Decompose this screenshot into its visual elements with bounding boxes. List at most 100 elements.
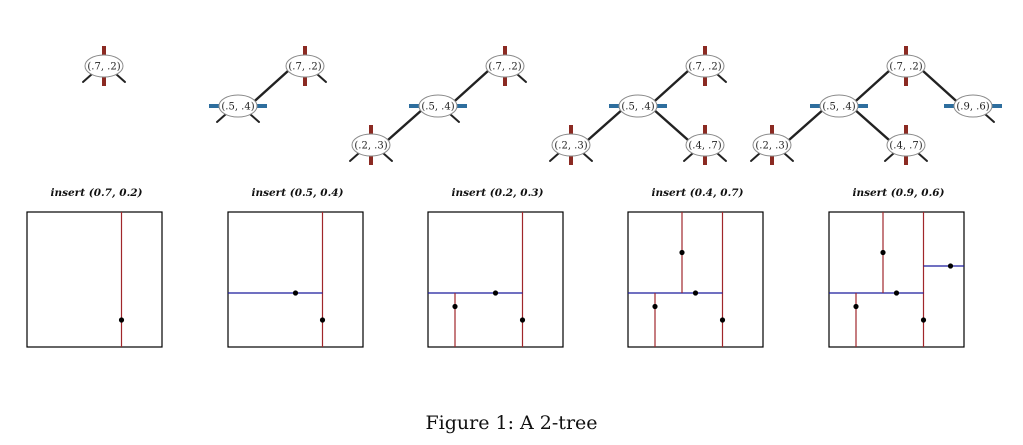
tree-node-label: (.9, .6) <box>956 102 989 113</box>
tree-node-ellipse <box>886 133 926 157</box>
tree-node-ellipse <box>285 54 325 78</box>
tree-node-ellipse <box>752 133 792 157</box>
tree-node-ellipse <box>418 94 458 118</box>
data-point <box>947 263 954 269</box>
data-point <box>118 317 125 323</box>
tree-node-label: (.7, .2) <box>889 62 922 73</box>
tree-node: (.7, .2) <box>685 46 725 86</box>
panel-3: (.7, .2) (.5, .4) (.2, .3) insert (0.2, 0.3… <box>349 46 564 348</box>
null-child-stub <box>382 152 393 162</box>
tree-node-ellipse <box>551 133 591 157</box>
data-point <box>652 303 658 310</box>
tree-node-label: (.5, .4) <box>421 102 454 113</box>
tree-node: (.4, .7) <box>685 125 725 165</box>
tree-node-label: (.7, .2) <box>688 62 721 73</box>
panel-caption: insert (0.7, 0.2) <box>50 187 142 199</box>
tree-node-ellipse <box>351 133 391 157</box>
data-point <box>492 290 499 296</box>
panel-caption: insert (0.2, 0.3) <box>451 187 543 199</box>
null-child-stub <box>984 113 995 123</box>
null-child-stub <box>750 152 761 162</box>
data-point <box>679 249 685 256</box>
tree-node-ellipse <box>886 54 926 78</box>
null-child-stub <box>549 152 560 162</box>
tree-node-ellipse <box>819 94 859 118</box>
null-child-stub <box>82 73 93 83</box>
tree-node: (.7, .2) <box>84 46 124 86</box>
tree-edge <box>921 69 958 103</box>
tree-edge <box>253 69 290 103</box>
null-child-stub <box>884 152 895 162</box>
data-point <box>719 317 726 323</box>
tree-node: (.5, .4) <box>209 94 267 118</box>
panel-4: (.7, .2) (.5, .4) (.2, .3) (.4, .7) insert (… <box>549 46 764 348</box>
tree-node-label: (.5, .4) <box>822 102 855 113</box>
data-point <box>519 317 526 323</box>
tree-node-ellipse <box>685 133 725 157</box>
tree-node-label: (.4, .7) <box>889 141 922 152</box>
tree-node-label: (.5, .4) <box>621 102 654 113</box>
tree-edge <box>586 109 622 142</box>
figure-caption: Figure 1: A 2-tree <box>425 412 598 434</box>
tree-edge <box>855 109 891 142</box>
partition-box <box>26 211 163 348</box>
panel-1: (.7, .2) insert (0.7, 0.2) <box>26 46 163 348</box>
tree-node: (.5, .4) <box>609 94 667 118</box>
null-child-stub <box>683 152 694 162</box>
partition-box <box>627 211 764 348</box>
partition-box <box>427 211 564 348</box>
data-point <box>292 290 299 296</box>
panel-caption: insert (0.9, 0.6) <box>852 187 944 199</box>
tree-node: (.5, .4) <box>810 94 868 118</box>
null-child-stub <box>249 113 260 123</box>
tree-node: (.2, .3) <box>752 125 792 165</box>
tree-node-label: (.5, .4) <box>221 102 254 113</box>
null-child-stub <box>582 152 593 162</box>
tree-node-ellipse <box>618 94 658 118</box>
data-point <box>853 303 859 310</box>
data-point <box>319 317 326 323</box>
tree-node-label: (.7, .2) <box>488 62 521 73</box>
tree-node-label: (.2, .3) <box>554 141 587 152</box>
data-point <box>880 249 886 256</box>
tree-node-ellipse <box>685 54 725 78</box>
tree-node: (.2, .3) <box>351 125 391 165</box>
partition-box <box>828 211 965 348</box>
null-child-stub <box>449 113 460 123</box>
tree-node: (.4, .7) <box>886 125 926 165</box>
tree-edge <box>453 69 490 103</box>
tree-edge <box>386 109 422 142</box>
tree-edge <box>854 69 891 103</box>
panel-5: (.7, .2) (.5, .4) (.2, .3) (.4, .7) (.9, .6)… <box>750 46 1002 348</box>
data-point <box>920 317 927 323</box>
tree-edge <box>787 109 823 142</box>
null-child-stub <box>783 152 794 162</box>
null-child-stub <box>216 113 227 123</box>
tree-node: (.7, .2) <box>485 46 525 86</box>
tree-node: (.9, .6) <box>944 94 1002 118</box>
null-child-stub <box>917 152 928 162</box>
tree-node-label: (.2, .3) <box>755 141 788 152</box>
tree-node: (.7, .2) <box>886 46 926 86</box>
data-point <box>692 290 699 296</box>
panel-2: (.7, .2) (.5, .4) insert (0.5, 0.4) <box>209 46 364 348</box>
tree-node-label: (.7, .2) <box>87 62 120 73</box>
tree-node-ellipse <box>84 54 124 78</box>
null-child-stub <box>716 73 727 83</box>
tree-node: (.5, .4) <box>409 94 467 118</box>
data-point <box>893 290 900 296</box>
panel-caption: insert (0.5, 0.4) <box>251 187 343 199</box>
null-child-stub <box>516 73 527 83</box>
null-child-stub <box>716 152 727 162</box>
tree-edge <box>654 109 690 142</box>
tree-edge <box>653 69 690 103</box>
data-point <box>452 303 458 310</box>
panel-caption: insert (0.4, 0.7) <box>651 187 743 199</box>
tree-node-label: (.7, .2) <box>288 62 321 73</box>
tree-node-ellipse <box>218 94 258 118</box>
tree-node-ellipse <box>485 54 525 78</box>
null-child-stub <box>316 73 327 83</box>
null-child-stub <box>115 73 126 83</box>
tree-node: (.2, .3) <box>551 125 591 165</box>
